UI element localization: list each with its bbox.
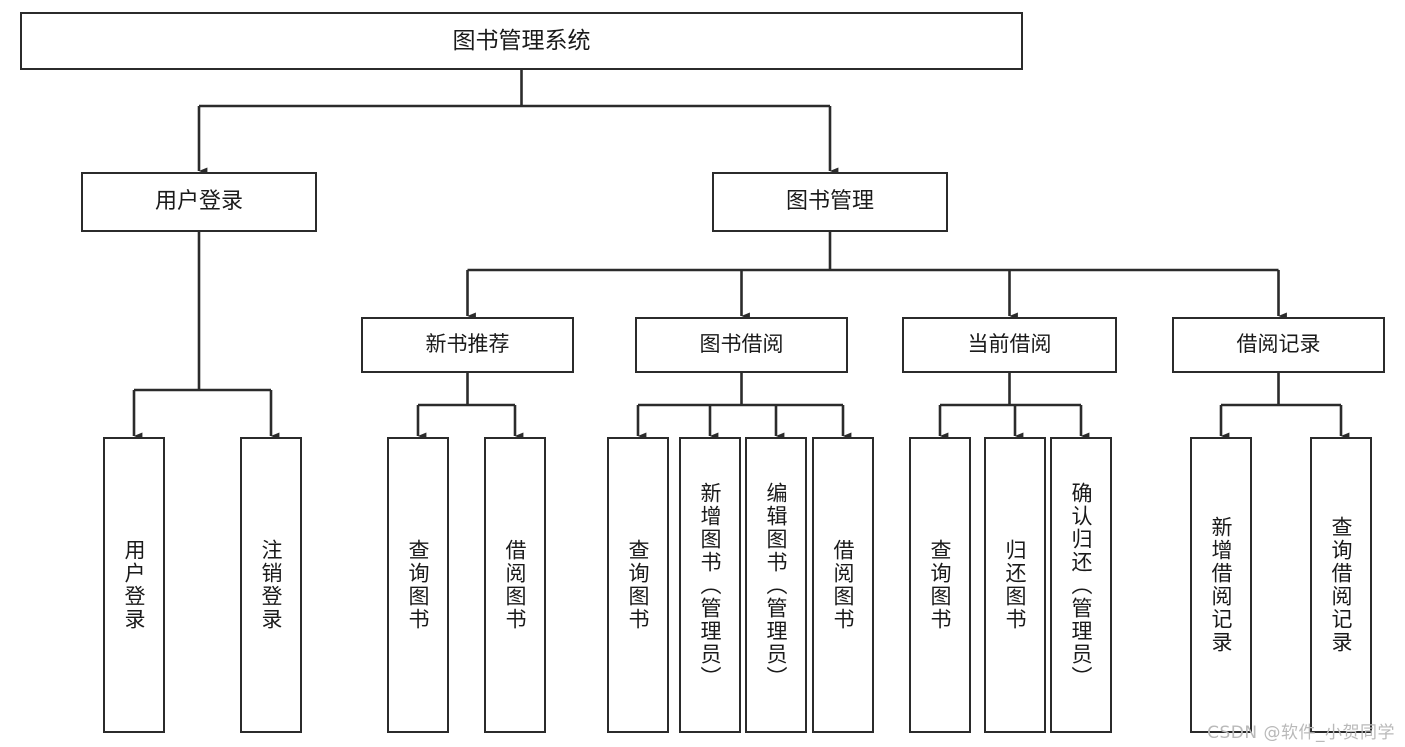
node-l-br-add-record[interactable]: 新增借阅记录	[1190, 437, 1252, 733]
node-l-cb-confirm-return[interactable]: 确认归还（管理员）	[1050, 437, 1112, 733]
node-l-bb-edit-book[interactable]: 编辑图书（管理员）	[745, 437, 807, 733]
node-n-current-borrow[interactable]: 当前借阅	[902, 317, 1117, 373]
node-label: 用户登录	[122, 539, 147, 631]
node-l-rec-query-book[interactable]: 查询图书	[387, 437, 449, 733]
node-l-cb-return-book[interactable]: 归还图书	[984, 437, 1046, 733]
node-label: 借阅图书	[503, 539, 528, 631]
node-label: 新书推荐	[425, 332, 510, 357]
node-l-user-logout[interactable]: 注销登录	[240, 437, 302, 733]
node-l-br-query-record[interactable]: 查询借阅记录	[1310, 437, 1372, 733]
node-label: 查询图书	[406, 539, 431, 631]
node-label: 查询图书	[928, 539, 953, 631]
node-n-book-manage[interactable]: 图书管理	[712, 172, 948, 232]
node-label: 借阅记录	[1236, 332, 1321, 357]
node-label: 图书借阅	[699, 332, 784, 357]
node-l-cb-query-book[interactable]: 查询图书	[909, 437, 971, 733]
node-label: 新增借阅记录	[1209, 516, 1234, 654]
node-label: 新增图书（管理员）	[698, 481, 723, 689]
node-label: 编辑图书（管理员）	[764, 481, 789, 689]
node-label: 借阅图书	[831, 539, 856, 631]
node-label: 查询图书	[626, 539, 651, 631]
node-n-borrow-record[interactable]: 借阅记录	[1172, 317, 1385, 373]
node-l-bb-query-book[interactable]: 查询图书	[607, 437, 669, 733]
node-label: 图书管理	[785, 189, 874, 215]
node-root[interactable]: 图书管理系统	[20, 12, 1023, 70]
node-n-book-borrow[interactable]: 图书借阅	[635, 317, 848, 373]
node-l-bb-borrow-book[interactable]: 借阅图书	[812, 437, 874, 733]
node-label: 查询借阅记录	[1329, 516, 1354, 654]
node-n-new-book-rec[interactable]: 新书推荐	[361, 317, 574, 373]
node-label: 归还图书	[1003, 539, 1028, 631]
node-label: 当前借阅	[967, 332, 1052, 357]
node-n-user-login[interactable]: 用户登录	[81, 172, 317, 232]
node-l-rec-borrow-book[interactable]: 借阅图书	[484, 437, 546, 733]
node-label: 图书管理系统	[452, 27, 591, 54]
node-label: 用户登录	[154, 189, 243, 215]
node-l-user-login[interactable]: 用户登录	[103, 437, 165, 733]
node-label: 确认归还（管理员）	[1069, 481, 1094, 689]
node-l-bb-add-book[interactable]: 新增图书（管理员）	[679, 437, 741, 733]
node-label: 注销登录	[259, 539, 284, 631]
